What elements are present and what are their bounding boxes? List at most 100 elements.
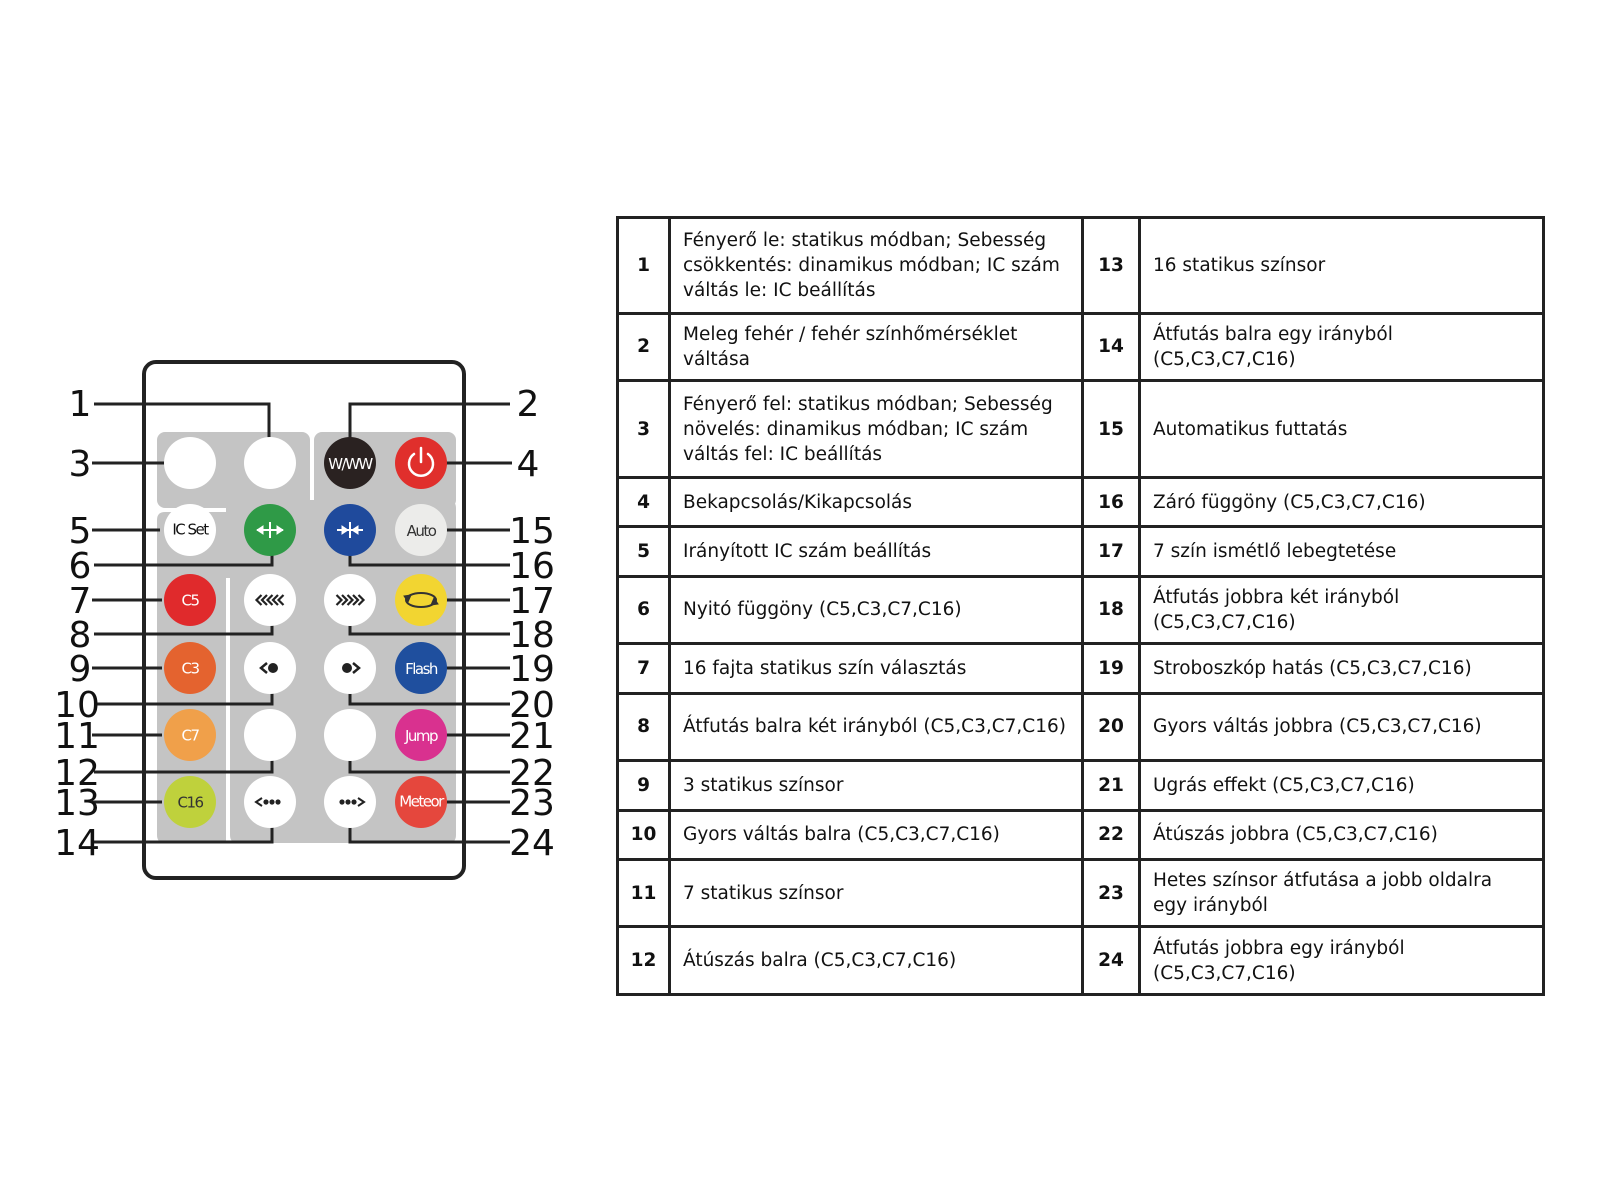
callout-number: 14 xyxy=(54,823,100,864)
button-label: W/WW xyxy=(328,455,373,473)
button-label: Auto xyxy=(407,522,437,540)
remote-button-7[interactable]: C5 xyxy=(164,574,216,626)
remote-button-11[interactable]: C7 xyxy=(164,709,216,761)
legend-number: 18 xyxy=(1081,574,1141,646)
legend-number: 8 xyxy=(616,691,671,763)
callout-lines xyxy=(92,402,512,844)
legend-description: Átfutás jobbra egy irányból (C5,C3,C7,C1… xyxy=(1138,925,1545,996)
remote-button-19[interactable]: Flash xyxy=(395,642,447,694)
legend-description: Átúszás balra (C5,C3,C7,C16) xyxy=(668,925,1084,996)
legend-number: 1 xyxy=(616,216,671,315)
remote-button-8[interactable] xyxy=(244,574,296,626)
legend-description: Nyitó függöny (C5,C3,C7,C16) xyxy=(668,574,1084,646)
button-face xyxy=(244,437,296,489)
legend-row: 12 Átúszás balra (C5,C3,C7,C16) 24 Átfut… xyxy=(616,925,1545,996)
legend-row: 6 Nyitó függöny (C5,C3,C7,C16) 18 Átfutá… xyxy=(616,574,1545,646)
button-face xyxy=(164,574,216,626)
legend-number: 4 xyxy=(616,475,671,529)
remote-button-24[interactable] xyxy=(324,776,376,828)
legend-description: Fényerő le: statikus módban; Sebesség cs… xyxy=(668,216,1084,315)
remote-button-6[interactable] xyxy=(244,504,296,556)
callout-number: 10 xyxy=(54,685,100,726)
callout-number: 9 xyxy=(69,649,92,690)
remote-button-10[interactable] xyxy=(244,642,296,694)
legend-description: Átfutás balra egy irányból (C5,C3,C7,C16… xyxy=(1138,311,1545,383)
remote-button-16[interactable] xyxy=(324,504,376,556)
legend-description: Átfutás balra két irányból (C5,C3,C7,C16… xyxy=(668,691,1084,763)
button-face xyxy=(244,709,296,761)
legend-row: 4 Bekapcsolás/Kikapcsolás 16 Záró függön… xyxy=(616,475,1545,529)
leader-10 xyxy=(94,689,274,706)
legend-description: 7 szín ismétlő lebegtetése xyxy=(1138,525,1545,578)
remote-button-18[interactable] xyxy=(324,574,376,626)
legend-number: 5 xyxy=(616,525,671,578)
remote-button-3[interactable] xyxy=(164,437,216,489)
remote-button-1[interactable] xyxy=(244,437,296,489)
leader-2 xyxy=(348,402,510,450)
legend-number: 10 xyxy=(616,808,671,861)
legend-number: 19 xyxy=(1081,642,1141,695)
callout-number: 19 xyxy=(509,649,555,690)
legend-description: 16 statikus színsor xyxy=(1138,216,1545,315)
remote-button-4[interactable] xyxy=(395,437,447,489)
legend-row: 10 Gyors váltás balra (C5,C3,C7,C16) 22 … xyxy=(616,808,1545,861)
legend-number: 2 xyxy=(616,311,671,383)
button-face xyxy=(324,574,376,626)
legend-row: 2 Meleg fehér / fehér színhőmérséklet vá… xyxy=(616,311,1545,383)
callout-number: 7 xyxy=(69,581,92,622)
button-label: C5 xyxy=(181,591,199,609)
leader-24 xyxy=(348,826,510,844)
remote-button-20[interactable] xyxy=(324,642,376,694)
legend-number: 16 xyxy=(1081,475,1141,529)
callout-number: 13 xyxy=(54,783,100,824)
legend-description: Irányított IC szám beállítás xyxy=(668,525,1084,578)
callout-number: 24 xyxy=(509,823,555,864)
legend-row: 9 3 statikus színsor 21 Ugrás effekt (C5… xyxy=(616,759,1545,812)
remote-button-14[interactable] xyxy=(244,776,296,828)
remote-button-21[interactable]: Jump xyxy=(395,709,447,761)
curtain-open-icon xyxy=(256,522,284,538)
legend-description: Stroboszkóp hatás (C5,C3,C7,C16) xyxy=(1138,642,1545,695)
legend-number: 6 xyxy=(616,574,671,646)
dots-left-icon xyxy=(254,797,281,807)
remote-button-17[interactable] xyxy=(395,574,447,626)
leader-1 xyxy=(94,402,271,446)
remote-button-12[interactable] xyxy=(244,709,296,761)
callout-number: 4 xyxy=(517,444,540,485)
legend-number: 15 xyxy=(1081,379,1141,479)
button-face xyxy=(395,504,447,556)
leader-12 xyxy=(94,758,274,774)
legend-description: Gyors váltás balra (C5,C3,C7,C16) xyxy=(668,808,1084,861)
remote-button-13[interactable]: C16 xyxy=(164,776,216,828)
legend-number: 9 xyxy=(616,759,671,812)
remote-button-22[interactable] xyxy=(324,709,376,761)
button-face xyxy=(164,504,216,556)
callout-number: 6 xyxy=(69,546,92,587)
legend-description: Hetes színsor átfutása a jobb oldalra eg… xyxy=(1138,857,1545,929)
double-chevron-right-icon xyxy=(335,594,366,606)
button-face xyxy=(395,574,447,626)
callout-number: 12 xyxy=(54,753,100,794)
remote-button-15[interactable]: Auto xyxy=(395,504,447,556)
legend-description: 3 statikus színsor xyxy=(668,759,1084,812)
button-label: IC Set xyxy=(172,520,209,538)
loop-icon xyxy=(403,592,439,608)
callout-number: 20 xyxy=(509,685,555,726)
remote-button-9[interactable]: C3 xyxy=(164,642,216,694)
leader-22 xyxy=(348,758,510,774)
callout-number: 2 xyxy=(517,384,540,425)
legend-description: 7 statikus színsor xyxy=(668,857,1084,929)
callout-number: 11 xyxy=(54,716,100,757)
legend-description: 16 fajta statikus szín választás xyxy=(668,642,1084,695)
remote-button-5[interactable]: IC Set xyxy=(164,504,216,556)
legend-row: 1 Fényerő le: statikus módban; Sebesség … xyxy=(616,216,1545,315)
remote-button-2[interactable]: W/WW xyxy=(324,437,376,489)
remote-button-23[interactable]: Meteor xyxy=(395,776,447,828)
legend-number: 17 xyxy=(1081,525,1141,578)
legend-number: 7 xyxy=(616,642,671,695)
callout-number: 8 xyxy=(69,615,92,656)
legend-description: Automatikus futtatás xyxy=(1138,379,1545,479)
button-label: C16 xyxy=(177,793,203,811)
callout-number: 23 xyxy=(509,783,555,824)
legend-row: 11 7 statikus színsor 23 Hetes színsor á… xyxy=(616,857,1545,929)
